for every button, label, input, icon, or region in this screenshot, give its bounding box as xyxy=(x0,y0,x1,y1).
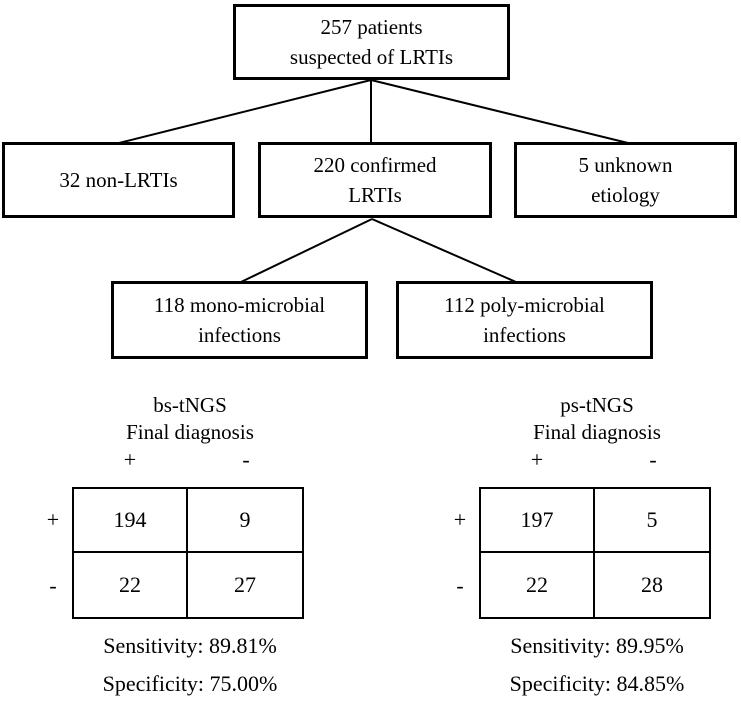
cell-pos-neg: 5 xyxy=(595,489,709,553)
col-header-negative: - xyxy=(649,447,657,472)
connector-root-to-nonlrtis xyxy=(118,79,372,144)
connector-root-to-unknown xyxy=(370,79,629,144)
row-header-negative: - xyxy=(456,573,464,598)
sensitivity-label-ps: Sensitivity: 89.95% xyxy=(510,633,684,658)
row-header-positive: + xyxy=(453,507,467,532)
specificity-label-bs: Specificity: 75.00% xyxy=(102,671,278,696)
col-header-negative: - xyxy=(242,447,250,472)
specificity-label-ps: Specificity: 84.85% xyxy=(509,671,685,696)
connector-confirmed-to-mono xyxy=(240,218,373,283)
matrix-section-ps-tngs: ps-tNGS Final diagnosis + - + - 197 5 22… xyxy=(447,390,741,702)
cell-neg-pos: 22 xyxy=(481,553,595,617)
flowchart-box-unknown-etiology: 5 unknown etiology xyxy=(514,142,737,218)
confusion-matrix-bs: 194 9 22 27 xyxy=(72,487,304,619)
cell-pos-neg: 9 xyxy=(188,489,302,553)
sensitivity-label-bs: Sensitivity: 89.81% xyxy=(103,633,277,658)
flowchart-box-mono-microbial: 118 mono-microbial infections xyxy=(111,281,368,359)
matrix-title-ps: ps-tNGS xyxy=(560,393,634,417)
flowchart-box-non-lrtis: 32 non-LRTIs xyxy=(2,142,235,218)
cell-neg-neg: 27 xyxy=(234,572,256,597)
row-header-positive: + xyxy=(46,507,60,532)
flowchart-box-confirmed-lrtis: 220 confirmed LRTIs xyxy=(258,142,492,218)
matrix-subtitle-bs: Final diagnosis xyxy=(126,420,254,444)
matrix-section-bs-tngs: bs-tNGS Final diagnosis + - + - 194 9 22… xyxy=(40,390,340,702)
matrix-title-bs: bs-tNGS xyxy=(153,393,227,417)
cell-neg-neg: 28 xyxy=(641,572,663,597)
cell-pos-pos: 194 xyxy=(74,489,188,553)
col-header-positive: + xyxy=(530,447,544,472)
matrix-subtitle-ps: Final diagnosis xyxy=(533,420,661,444)
matrix-col-headers-bs: + - xyxy=(40,446,340,474)
flowchart-box-suspected-patients: 257 patients suspected of LRTIs xyxy=(233,4,510,80)
confusion-matrix-ps: 197 5 22 28 xyxy=(479,487,711,619)
row-header-negative: - xyxy=(49,573,57,598)
cell-pos-pos: 197 xyxy=(481,489,595,553)
connector-confirmed-to-poly xyxy=(371,218,517,283)
cell-neg-pos: 22 xyxy=(74,553,188,617)
col-header-positive: + xyxy=(123,447,137,472)
matrix-col-headers-ps: + - xyxy=(447,446,741,474)
flowchart-box-poly-microbial: 112 poly-microbial infections xyxy=(396,281,653,359)
